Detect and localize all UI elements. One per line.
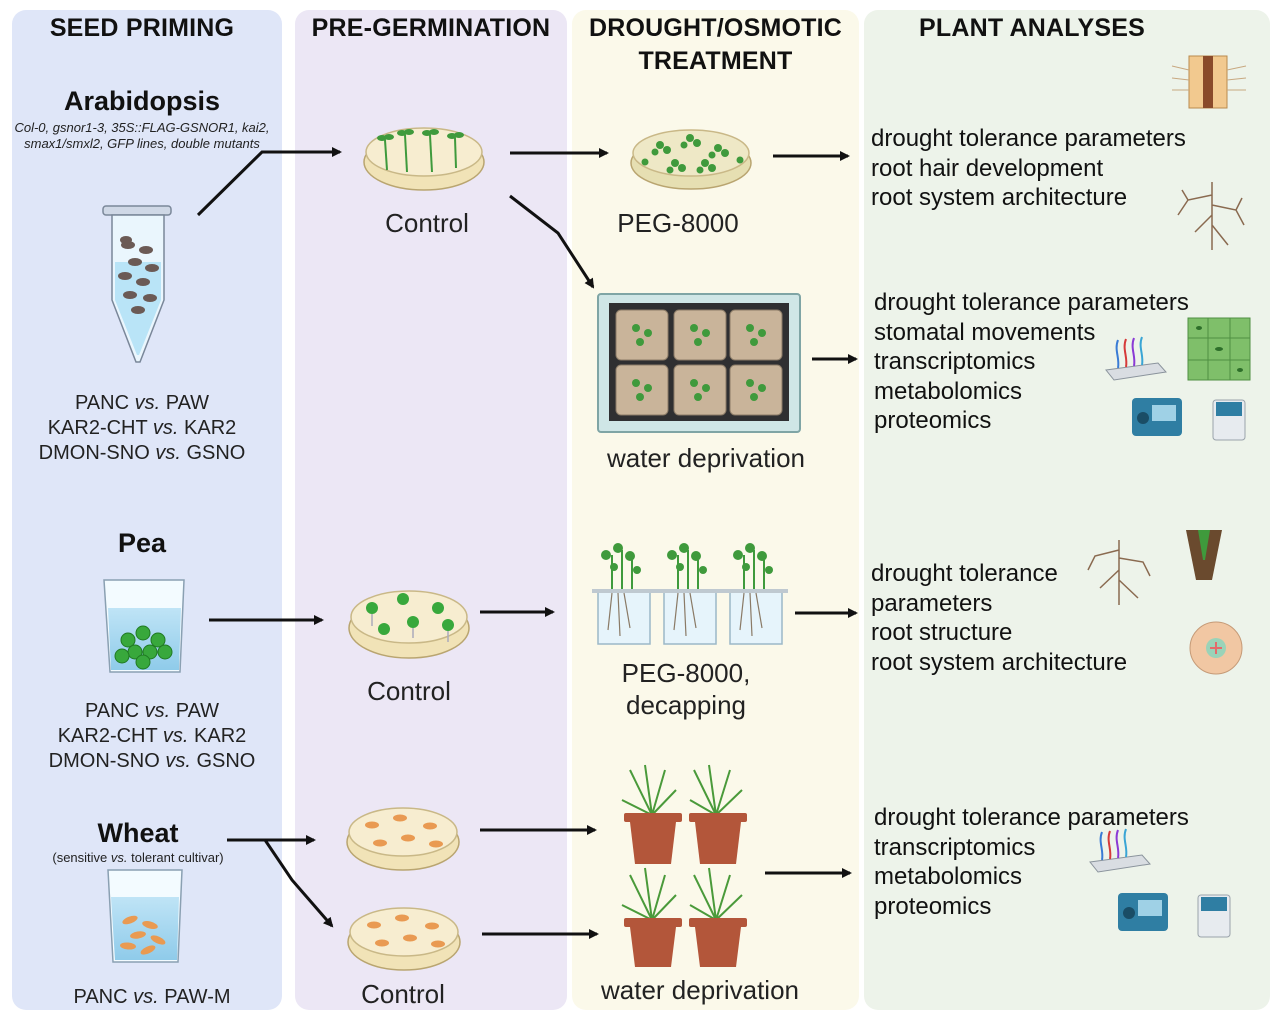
pea-comparison-1: PANC vs. PAW (84, 700, 220, 722)
arrow-wheat-to-control2 (263, 839, 334, 928)
pea-comparison-3: DMON-SNO vs. GSNO (48, 750, 256, 772)
arabidopsis-comparison-2: KAR2-CHT vs. KAR2 (47, 417, 237, 439)
arrow-control-to-water (509, 194, 595, 289)
analysis-item: root hair development (871, 154, 1104, 182)
petri-dish-icon-wheat-2 (347, 907, 461, 971)
control-label-arabidopsis: Control (385, 208, 469, 238)
pot-plant-icon (621, 764, 747, 967)
arabidopsis-comparison-3: DMON-SNO vs. GSNO (38, 442, 246, 464)
peg-label: PEG-8000 (617, 208, 739, 238)
mass-spectrometer-icon-3 (1118, 893, 1168, 931)
pea-treatment-line1: PEG-8000, (621, 658, 751, 688)
analysis-item: metabolomics (874, 863, 1023, 890)
wheat-comparison: PANC vs. PAW-M (73, 986, 231, 1008)
microarray-icon-2 (1089, 828, 1151, 873)
analysis-item: parameters (871, 589, 993, 617)
control-label-wheat: Control (361, 979, 445, 1009)
petri-dish-icon-peg (630, 129, 752, 190)
analyses-group-2: drought tolerance parameters stomatal mo… (874, 288, 1189, 436)
plant-analyses-header: PLANT ANALYSES (919, 14, 1145, 42)
arabidopsis-lines-1: Col-0, gsnor1-3, 35S::FLAG-GSNOR1, kai2, (14, 120, 270, 135)
petri-dish-icon-wheat-1 (346, 807, 460, 871)
analysis-item: stomatal movements (874, 318, 1096, 346)
analysis-item: drought tolerance parameters (874, 804, 1189, 831)
analysis-item: root system architecture (871, 648, 1128, 676)
arabidopsis-comparison-1: PANC vs. PAW (74, 392, 210, 414)
analyses-group-3: drought tolerance parameters root struct… (871, 559, 1127, 677)
root-icon-2 (1087, 540, 1151, 605)
analysis-item: drought tolerance parameters (874, 289, 1189, 316)
beaker-icon-pea (103, 579, 185, 673)
petri-dish-icon-pea (348, 590, 470, 659)
analyses-group-4: drought tolerance parameters transcripto… (874, 803, 1189, 921)
wheat-title: Wheat (97, 818, 179, 848)
mass-spectrometer-icon-1 (1132, 398, 1182, 436)
pea-comparison-2: KAR2-CHT vs. KAR2 (57, 725, 247, 747)
analysis-item: transcriptomics (874, 833, 1036, 861)
arabidopsis-title: Arabidopsis (63, 86, 221, 116)
drought-header-line1: DROUGHT/OSMOTIC (589, 14, 842, 42)
plant-analyses-column (864, 10, 1270, 1010)
analysis-item: drought tolerance parameters (871, 125, 1186, 152)
wheat-note: (sensitive vs. tolerant cultivar) (52, 850, 224, 865)
leaf-epidermis-icon (1187, 317, 1251, 381)
tube-icon (102, 205, 172, 363)
petri-dish-icon-arabidopsis (363, 127, 485, 191)
analysis-item: transcriptomics (874, 348, 1036, 375)
mass-spectrometer-icon-4 (1197, 894, 1231, 938)
seedling-tray-icon (597, 293, 801, 433)
analysis-item: proteomics (874, 892, 992, 920)
root-tip-icon (1186, 530, 1222, 580)
water-deprivation-label-2: water deprivation (601, 975, 799, 1005)
root-hair-icon (1171, 55, 1247, 109)
hydroponic-icon (592, 543, 788, 645)
analysis-item: root structure (871, 619, 1013, 646)
water-deprivation-label-1: water deprivation (607, 443, 805, 473)
arabidopsis-lines-2: smax1/smxl2, GFP lines, double mutants (24, 136, 260, 151)
root-section-icon (1189, 621, 1243, 675)
seed-priming-header: SEED PRIMING (49, 14, 235, 42)
pea-treatment-line2: decapping (626, 690, 746, 720)
analysis-item: proteomics (874, 407, 992, 434)
microarray-icon (1105, 336, 1167, 381)
analysis-item: root system architecture (871, 184, 1128, 211)
mass-spectrometer-icon-2 (1212, 399, 1246, 441)
control-label-pea: Control (367, 676, 451, 706)
pre-germination-header: PRE-GERMINATION (311, 14, 551, 42)
beaker-icon-wheat (107, 869, 183, 963)
analysis-item: metabolomics (874, 377, 1023, 405)
analysis-item: drought tolerance (871, 560, 1058, 587)
analyses-group-1: drought tolerance parameters root hair d… (871, 124, 1186, 213)
arrows (196, 147, 858, 939)
drought-header-line2: TREATMENT (638, 47, 793, 75)
pea-title: Pea (117, 528, 167, 558)
root-icon-1 (1177, 182, 1245, 250)
arrow-arabidopsis-to-control (196, 147, 342, 217)
